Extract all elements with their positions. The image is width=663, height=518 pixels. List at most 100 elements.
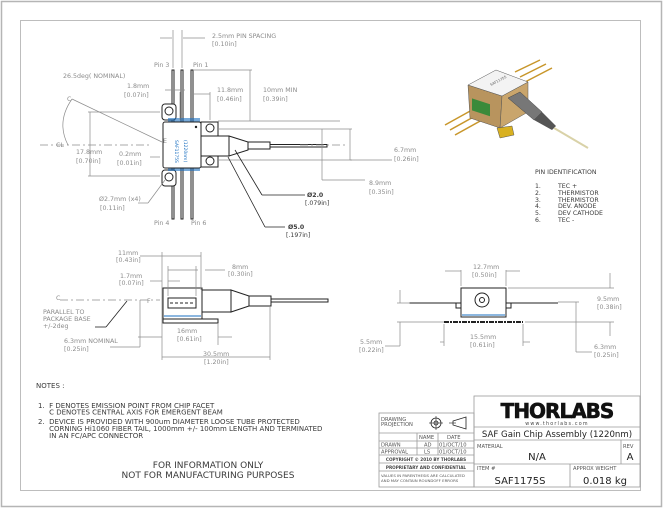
dim-17-8mm-in: [0.70in] bbox=[76, 158, 101, 165]
title-block: THORLABS www.thorlabs.com SAF Gain Chip … bbox=[378, 395, 641, 488]
date-header: DATE bbox=[447, 435, 461, 441]
dim-30-5mm: 30.5mm bbox=[203, 351, 229, 358]
pin-id-row: 1.TEC + bbox=[535, 183, 577, 190]
note-line: C DENOTES CENTRAL AXIS FOR EMERGENT BEAM bbox=[38, 409, 223, 417]
proprietary: PROPRIETARY AND CONFIDENTIAL bbox=[386, 465, 467, 470]
svg-text:TEC -: TEC - bbox=[557, 217, 574, 224]
dim-6-7mm-in: [0.26in] bbox=[394, 156, 419, 163]
fiber bbox=[269, 144, 328, 148]
pin6-label: Pin 6 bbox=[191, 220, 206, 227]
pin-id-row: 4. DEV. ANODE bbox=[535, 203, 597, 210]
values-note: AND MAY CONTAIN ROUNDOFF ERRORS bbox=[381, 478, 459, 483]
fiber-boot bbox=[228, 135, 249, 157]
dim-10mm-min: 10mm MIN bbox=[263, 87, 298, 94]
product-render: SAF1175S bbox=[444, 59, 589, 149]
dim-11mm-in: [0.43in] bbox=[116, 257, 141, 264]
dim-8mm-in: [0.30in] bbox=[228, 271, 253, 278]
drawing-frame bbox=[20, 20, 641, 491]
fiber-tube bbox=[247, 141, 271, 150]
pin-id-title: PIN IDENTIFICATION bbox=[535, 169, 597, 176]
third-angle-projection-icon bbox=[429, 416, 467, 430]
note-line: 2. DEVICE IS PROVIDED WITH 900um DIAMETE… bbox=[38, 418, 300, 426]
dim-17-8mm: 17.8mm bbox=[76, 149, 102, 156]
material-value: N/A bbox=[528, 452, 546, 463]
front-view: 12.7mm [0.50in] 9.5mm [0.38in] 15.5mm [0… bbox=[359, 264, 622, 359]
svg-text:THERMISTOR: THERMISTOR bbox=[557, 190, 599, 197]
dim-1-7mm-in: [0.07in] bbox=[119, 280, 144, 287]
dim-30-5mm-in: [1.20in] bbox=[204, 359, 229, 366]
pin-id-row: 3.THERMISTOR bbox=[535, 197, 599, 204]
dim-5-5mm-in: [0.22in] bbox=[359, 347, 384, 354]
svg-text:2.: 2. bbox=[535, 190, 541, 197]
pin3-label: Pin 3 bbox=[154, 62, 169, 69]
svg-text:DEV CATHODE: DEV CATHODE bbox=[558, 210, 603, 217]
values-note: VALUES IN PARENTHESIS ARE CALCULATED bbox=[381, 473, 465, 478]
svg-text:1.: 1. bbox=[535, 183, 541, 190]
dim-phi-2-7mm: Ø2.7mm (x4) bbox=[99, 195, 141, 203]
dim-phi-2-in: [.079in] bbox=[305, 200, 329, 207]
label-f: F bbox=[147, 298, 151, 305]
material-label: MATERIAL bbox=[477, 444, 503, 450]
pin-id-row: 6.TEC - bbox=[535, 217, 574, 224]
note-line: CORNING Hi1060 FIBER TAIL, 1000mm +/- 10… bbox=[38, 425, 322, 433]
website: www.thorlabs.com bbox=[525, 421, 588, 427]
dim-phi-2: Ø2.0 bbox=[307, 191, 324, 199]
label-e: E bbox=[163, 138, 167, 145]
dim-12-7mm: 12.7mm bbox=[473, 264, 499, 271]
dim-16mm: 16mm bbox=[177, 328, 197, 335]
dim-phi-2-7mm-in: [0.11in] bbox=[100, 205, 125, 212]
dim-8-9mm: 8.9mm bbox=[369, 180, 391, 187]
side-base bbox=[162, 318, 219, 324]
svg-text:DEV. ANODE: DEV. ANODE bbox=[558, 203, 597, 210]
dim-9-5mm-in: [0.38in] bbox=[597, 304, 622, 311]
approval-date: 01/OCT/10 bbox=[439, 450, 467, 456]
top-view: SAF1175S (1220nm) 2.5mm PIN SPACING [0 bbox=[40, 30, 419, 239]
dim-1-7mm: 1.7mm bbox=[120, 273, 142, 280]
side-view: 11mm [0.43in] 8mm [0.30in] 1.7mm [0.07in… bbox=[43, 250, 329, 366]
parallel-note: PACKAGE BASE bbox=[43, 316, 91, 323]
notes: NOTES : 1. F DENOTES EMISSION POINT FROM… bbox=[36, 382, 322, 481]
approval-label: APPROVAL bbox=[381, 450, 408, 456]
label-c: C bbox=[67, 96, 72, 103]
weight-value: 0.018 kg bbox=[583, 476, 627, 487]
pin-identification: PIN IDENTIFICATION 1.TEC + 2.THERMISTOR … bbox=[535, 169, 603, 224]
projection-label: DRAWING bbox=[381, 417, 406, 423]
dim-phi-5-in: [.197in] bbox=[286, 232, 310, 239]
dim-pin-spacing: 2.5mm PIN SPACING bbox=[212, 33, 276, 40]
drawn-date: 01/OCT/10 bbox=[439, 443, 467, 449]
mount-hole bbox=[164, 172, 174, 182]
pin1-label: Pin 1 bbox=[193, 62, 208, 69]
dim-12-7mm-in: [0.50in] bbox=[472, 272, 497, 279]
package-body bbox=[162, 121, 202, 169]
mount-hole bbox=[164, 106, 174, 116]
dim-6-3mm-in: [0.25in] bbox=[594, 352, 619, 359]
dim-16mm-in: [0.61in] bbox=[177, 336, 202, 343]
dim-0-2mm-in: [0.01in] bbox=[117, 160, 142, 167]
svg-text:5.: 5. bbox=[535, 210, 541, 217]
dim-1-8mm-in: [0.07in] bbox=[124, 92, 149, 99]
pin-id-row: 5. DEV CATHODE bbox=[535, 210, 603, 217]
label-centerline: CL bbox=[56, 142, 64, 149]
item-label: ITEM # bbox=[477, 466, 495, 472]
dim-6-3mm-nominal: 6.3mm NOMINAL bbox=[64, 338, 118, 345]
svg-text:4.: 4. bbox=[535, 203, 541, 210]
dim-0-2mm: 0.2mm bbox=[119, 151, 141, 158]
thorlabs-logo: THORLABS bbox=[501, 399, 614, 423]
dim-6-3mm-nominal-in: [0.25in] bbox=[64, 346, 89, 353]
dim-10mm-min-in: [0.39in] bbox=[263, 96, 288, 103]
dim-9-5mm: 9.5mm bbox=[597, 296, 619, 303]
dim-pin-spacing-in: [0.10in] bbox=[212, 41, 237, 48]
label-c-side: C bbox=[56, 295, 61, 302]
note-line: IN AN FC/APC CONNECTOR bbox=[38, 432, 143, 440]
dim-5-5mm: 5.5mm bbox=[360, 339, 382, 346]
weight-label: APPROX WEIGHT bbox=[573, 466, 617, 472]
chip-wavelength-label: (1220nm) bbox=[182, 140, 188, 162]
dim-6-3mm: 6.3mm bbox=[594, 344, 616, 351]
pin4-label: Pin 4 bbox=[154, 220, 169, 227]
item-value: SAF1175S bbox=[495, 476, 546, 487]
notes-title: NOTES : bbox=[36, 382, 64, 390]
dim-11mm: 11mm bbox=[118, 250, 138, 257]
chip-label: SAF1175S bbox=[173, 140, 179, 163]
drawing-title: SAF Gain Chip Assembly (1220nm) bbox=[482, 430, 632, 440]
rev-value: A bbox=[627, 452, 634, 463]
